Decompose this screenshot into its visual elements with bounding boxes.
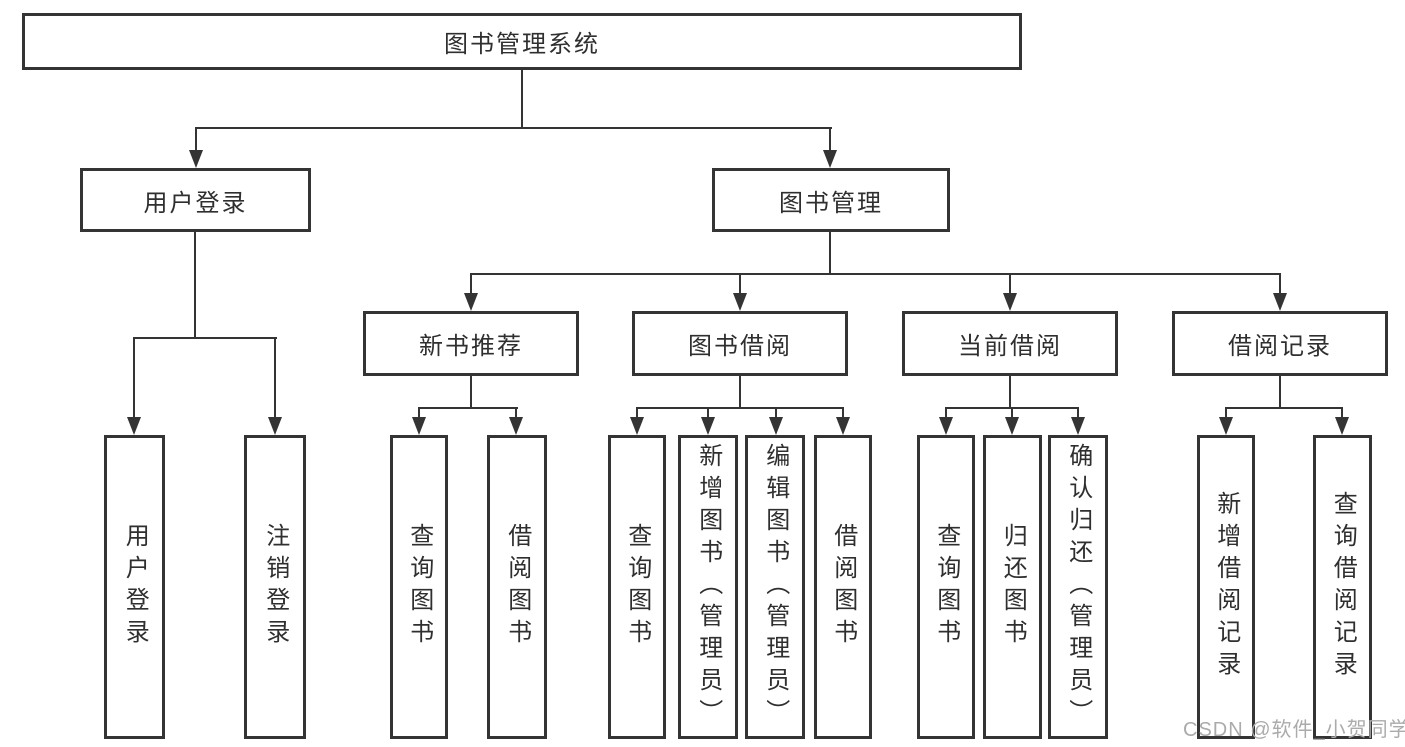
leaf-label: 查询图书	[405, 523, 433, 651]
connector-to-leaf	[515, 407, 517, 419]
node-root-library-system: 图书管理系统	[22, 13, 1022, 70]
connector-to-leaf	[842, 407, 844, 419]
leaf-borrow-edit-book-admin: 编辑图书（管理员）	[745, 435, 805, 739]
node-borrow-records: 借阅记录	[1172, 311, 1388, 376]
arrow-down-icon	[836, 417, 850, 435]
connector-to-leaf	[1011, 407, 1013, 419]
arrow-down-icon	[1335, 417, 1349, 435]
leaf-label: 注销登录	[261, 523, 289, 651]
arrow-down-icon	[701, 417, 715, 435]
leaf-label: 新增图书（管理员）	[694, 443, 722, 731]
leaf-borrow-query-book: 查询图书	[608, 435, 666, 739]
node-root-label: 图书管理系统	[444, 31, 600, 58]
leaf-records-add-record: 新增借阅记录	[1197, 435, 1255, 739]
section-label: 新书推荐	[419, 333, 523, 360]
arrow-down-icon	[509, 417, 523, 435]
leaf-label: 查询图书	[932, 523, 960, 651]
connector-to-section	[1279, 273, 1281, 295]
node-book-mgmt-label: 图书管理	[779, 189, 883, 217]
leaf-label: 确认归还（管理员）	[1064, 443, 1092, 731]
leaf-logout: 注销登录	[244, 435, 306, 739]
arrow-down-icon	[630, 417, 644, 435]
connector-section-stem	[1279, 376, 1281, 409]
node-user-login: 用户登录	[80, 168, 311, 232]
connector-section-stem	[470, 376, 472, 409]
connector-to-leaf	[274, 337, 276, 419]
section-label: 借阅记录	[1228, 333, 1332, 360]
arrow-down-icon	[939, 417, 953, 435]
arrow-down-icon	[268, 417, 282, 435]
connector-to-leaf	[1225, 407, 1227, 419]
arrow-down-icon	[1273, 293, 1287, 311]
connector-section-rail	[1225, 407, 1343, 409]
connector-to-leaf	[1077, 407, 1079, 419]
leaf-user-login: 用户登录	[104, 435, 165, 739]
connector-root-rail	[196, 127, 832, 129]
arrow-down-icon	[769, 417, 783, 435]
arrow-down-icon	[1005, 417, 1019, 435]
arrow-down-icon	[127, 417, 141, 435]
leaf-label: 查询借阅记录	[1329, 491, 1357, 683]
arrow-down-icon	[1219, 417, 1233, 435]
arrow-down-icon	[1003, 293, 1017, 311]
connector-to-leaf	[636, 407, 638, 419]
leaf-label: 编辑图书（管理员）	[761, 443, 789, 731]
leaf-borrow-borrow-book: 借阅图书	[814, 435, 872, 739]
section-label: 图书借阅	[688, 333, 792, 360]
connector-to-leaf	[418, 407, 420, 419]
connector-book-mgmt-stem	[829, 232, 831, 275]
leaf-borrow-add-book-admin: 新增图书（管理员）	[678, 435, 738, 739]
leaf-label: 新增借阅记录	[1212, 491, 1240, 683]
leaf-current-return-book: 归还图书	[983, 435, 1042, 739]
node-current-borrow: 当前借阅	[902, 311, 1118, 376]
leaf-label: 查询图书	[623, 523, 651, 651]
connector-to-book-mgmt	[829, 127, 831, 152]
arrow-down-icon	[733, 293, 747, 311]
arrow-down-icon	[412, 417, 426, 435]
node-book-mgmt: 图书管理	[712, 168, 950, 232]
connector-section-rail	[418, 407, 518, 409]
connector-root-stem	[521, 70, 523, 127]
arrow-down-icon	[189, 150, 203, 168]
connector-to-section	[1009, 273, 1011, 295]
connector-to-leaf	[707, 407, 709, 419]
leaf-newbook-query-book: 查询图书	[390, 435, 448, 739]
leaf-current-query-book: 查询图书	[917, 435, 975, 739]
node-book-borrow: 图书借阅	[632, 311, 848, 376]
node-user-login-label: 用户登录	[143, 189, 248, 217]
connector-user-login-stem	[194, 232, 196, 339]
leaf-label: 归还图书	[999, 523, 1027, 651]
connector-to-section	[739, 273, 741, 295]
connector-user-login-rail	[134, 337, 277, 339]
connector-section-stem	[1009, 376, 1011, 409]
leaf-current-confirm-return-admin: 确认归还（管理员）	[1048, 435, 1108, 739]
csdn-watermark: CSDN @软件_小贺同学	[1183, 719, 1405, 741]
connector-to-section	[470, 273, 472, 295]
leaf-records-query-record: 查询借阅记录	[1313, 435, 1372, 739]
leaf-label: 借阅图书	[503, 523, 531, 651]
leaf-label: 用户登录	[121, 523, 149, 651]
connector-to-leaf	[1341, 407, 1343, 419]
arrow-down-icon	[823, 150, 837, 168]
connector-to-leaf	[945, 407, 947, 419]
arrow-down-icon	[464, 293, 478, 311]
leaf-newbook-borrow-book: 借阅图书	[487, 435, 547, 739]
section-label: 当前借阅	[958, 333, 1062, 360]
leaf-label: 借阅图书	[829, 523, 857, 651]
connector-book-mgmt-rail	[470, 273, 1281, 275]
connector-to-leaf	[775, 407, 777, 419]
node-new-book-recommend: 新书推荐	[363, 311, 579, 376]
arrow-down-icon	[1071, 417, 1085, 435]
connector-to-user-login	[195, 127, 197, 152]
connector-section-stem	[739, 376, 741, 409]
connector-to-leaf	[133, 337, 135, 419]
connector-section-rail	[636, 407, 844, 409]
